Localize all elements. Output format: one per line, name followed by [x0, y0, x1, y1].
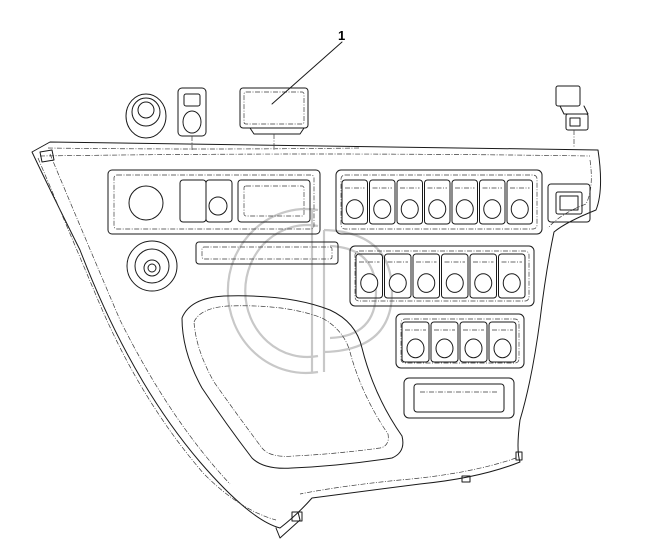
right-single-switch: [547, 183, 591, 223]
exploded-display-module: [239, 87, 309, 135]
rocker-switch: [412, 253, 440, 299]
rocker-switch: [459, 321, 488, 363]
lower-switch-row: [395, 313, 525, 369]
upper-switch-buttons: [341, 179, 533, 225]
rocker-switch: [369, 179, 396, 225]
exploded-right-switch: [555, 85, 589, 131]
rocker-switch: [488, 321, 517, 363]
panel-outline: [31, 141, 602, 539]
rocker-switch: [469, 253, 497, 299]
callout-1-label: 1: [338, 28, 345, 43]
large-cutout: [181, 295, 404, 469]
lower-switch-buttons: [401, 321, 517, 363]
callout-1: 1: [271, 28, 345, 105]
middle-switch-row: [349, 245, 535, 307]
rocker-switch: [451, 179, 478, 225]
rocker-switch: [479, 179, 506, 225]
rocker-switch: [424, 179, 451, 225]
rocker-switch: [441, 253, 469, 299]
rocker-switch: [506, 179, 533, 225]
rocker-switch: [355, 253, 383, 299]
exploded-toggle-switch: [177, 87, 207, 137]
upper-switch-row: [335, 169, 543, 235]
rocker-switch: [396, 179, 423, 225]
panel-rotary-knob: [126, 240, 178, 292]
rocker-switch: [401, 321, 430, 363]
watermark-logo: [226, 207, 394, 375]
rocker-switch: [341, 179, 368, 225]
exploded-rotary-knob: [125, 93, 167, 139]
assembly-lines: [191, 130, 575, 150]
bottom-slot: [403, 377, 515, 419]
rocker-switch: [430, 321, 459, 363]
middle-switch-buttons: [355, 253, 526, 299]
left-switch-housing: [107, 169, 321, 235]
rocker-switch: [498, 253, 526, 299]
center-slot: [195, 241, 339, 265]
rocker-switch: [384, 253, 412, 299]
